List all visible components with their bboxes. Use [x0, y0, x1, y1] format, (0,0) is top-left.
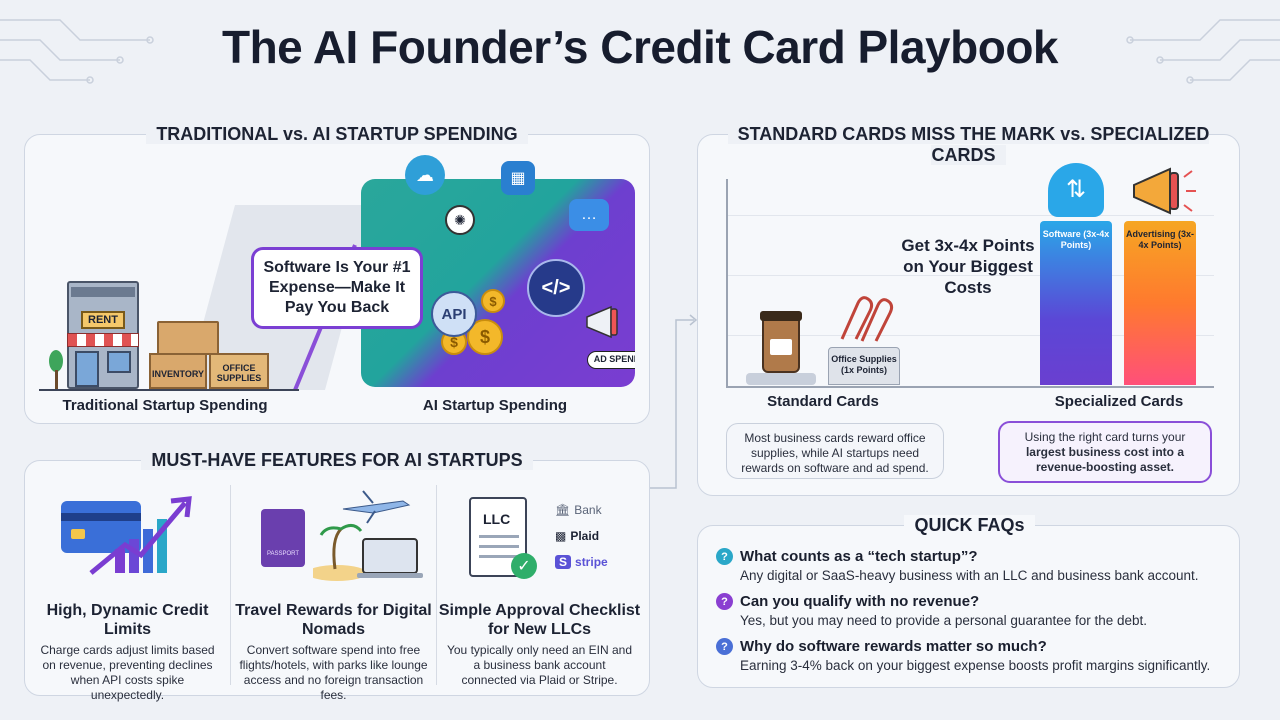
airplane-beach-laptop-icon: [313, 490, 423, 581]
question-icon: ?: [716, 548, 733, 565]
inventory-box: INVENTORY: [149, 353, 207, 389]
faq-panel: QUICK FAQs ? What counts as a “tech start…: [697, 515, 1240, 688]
x-axis: [726, 386, 1214, 388]
stripe-label: stripe: [575, 555, 608, 569]
question-icon: ?: [716, 638, 733, 655]
rent-sign: RENT: [81, 311, 125, 329]
cards-comparison-panel: STANDARD CARDS MISS THE MARK vs. SPECIAL…: [697, 124, 1240, 496]
coin-icon: $: [481, 289, 505, 313]
bank-icon: 🏛: [555, 503, 571, 517]
faq-answer: Earning 3-4% back on your biggest expens…: [740, 658, 1211, 673]
specialized-note-bold: largest business cost into a revenue-boo…: [1025, 445, 1185, 474]
advertising-bar-label: Advertising (3x-4x Points): [1125, 229, 1194, 250]
coffee-cup-icon: [760, 311, 802, 373]
bank-label: Bank: [574, 503, 602, 517]
faq-item: ? What counts as a “tech startup”? Any di…: [716, 548, 1226, 583]
ad-spend-tag: AD SPEND: [587, 351, 635, 369]
specialized-note: Using the right card turns your largest …: [998, 421, 1212, 483]
y-axis: [726, 179, 728, 387]
openai-icon: ✺: [445, 205, 475, 235]
page-title: The AI Founder’s Credit Card Playbook: [221, 21, 1059, 73]
chip-icon: ▦: [501, 161, 535, 195]
feature-desc: Charge cards adjust limits based on reve…: [40, 643, 215, 702]
feature-credit-limits: High, Dynamic Credit Limits Charge cards…: [25, 481, 230, 702]
faq-question: Why do software rewards matter so much?: [740, 638, 1047, 655]
software-callout: Software Is Your #1 Expense—Make It Pay …: [251, 247, 423, 329]
paperclip-icon: [840, 296, 894, 342]
office-supplies-box: OFFICE SUPPLIES: [209, 353, 269, 389]
standard-cards-label: Standard Cards: [767, 393, 879, 410]
office-supplies-bar: Office Supplies (1x Points): [828, 347, 900, 385]
faq-answer: Yes, but you may need to provide a perso…: [740, 613, 1148, 628]
circuit-decoration-left: [0, 19, 154, 84]
faq-question: Can you qualify with no revenue?: [740, 593, 980, 610]
feature-title: High, Dynamic Credit Limits: [46, 602, 209, 638]
tree-icon: [49, 350, 63, 390]
cloud-transfer-icon: ⇅: [1048, 163, 1104, 217]
cards-heading: STANDARD CARDS MISS THE MARK vs. SPECIAL…: [727, 124, 1210, 165]
faq-item: ? Can you qualify with no revenue? Yes, b…: [716, 593, 1226, 628]
feature-desc: You typically only need an EIN and a bus…: [446, 643, 632, 687]
circuit-decoration-right: [1126, 19, 1280, 84]
divider: [436, 485, 437, 685]
faq-answer: Any digital or SaaS-heavy business with …: [740, 568, 1199, 583]
faq-heading: QUICK FAQs: [904, 515, 1035, 535]
software-bar: Software (3x-4x Points): [1040, 221, 1112, 385]
credit-card-growth-icon: [61, 496, 192, 575]
chat-icon: …: [569, 199, 609, 231]
passport-icon: PASSPORT: [261, 509, 305, 567]
standard-note: Most business cards reward office suppli…: [726, 423, 944, 479]
ai-caption: AI Startup Spending: [422, 397, 568, 414]
coin-icon: $: [467, 319, 503, 355]
check-icon: ✓: [511, 553, 537, 579]
spending-heading: TRADITIONAL vs. AI STARTUP SPENDING: [146, 124, 528, 144]
feature-travel-rewards: PASSPORT Travel Rewards for Digital Noma…: [231, 481, 436, 702]
specialized-note-text: Using the right card turns your: [1024, 430, 1186, 444]
storefront-illustration: RENT: [67, 281, 139, 389]
feature-approval-checklist: LLC ✓ 🏛 Bank ▩ Plaid S stripe Simple App…: [437, 481, 642, 691]
code-icon: </>: [527, 259, 585, 317]
software-bar-label: Software (3x-4x Points): [1042, 229, 1110, 250]
plaid-icon: ▩: [555, 529, 567, 543]
traditional-caption: Traditional Startup Spending: [62, 397, 268, 414]
connector-lines: [650, 314, 698, 489]
faq-question: What counts as a “tech startup”?: [740, 548, 978, 565]
feature-desc: Convert software spend into free flights…: [239, 643, 428, 702]
advertising-bar: Advertising (3x-4x Points): [1124, 221, 1196, 385]
stripe-icon: S: [555, 555, 572, 569]
features-panel: MUST-HAVE FEATURES FOR AI STARTUPS High,…: [24, 450, 650, 702]
megaphone-icon: [586, 305, 618, 339]
specialized-cards-label: Specialized Cards: [1054, 393, 1184, 410]
feature-title: Simple Approval Checklist for New LLCs: [438, 602, 641, 638]
feature-title: Travel Rewards for Digital Nomads: [235, 602, 432, 638]
box-icon: [157, 321, 219, 355]
llc-label: LLC: [483, 511, 511, 527]
spending-panel: TRADITIONAL vs. AI STARTUP SPENDING RENT…: [24, 124, 650, 424]
api-icon: API: [431, 291, 477, 337]
coffee-base: [746, 373, 816, 385]
features-heading: MUST-HAVE FEATURES FOR AI STARTUPS: [141, 450, 533, 470]
cloud-upload-icon: ☁: [405, 155, 445, 195]
question-icon: ?: [716, 593, 733, 610]
divider: [230, 485, 231, 685]
plaid-label: Plaid: [570, 529, 600, 543]
points-headline: Get 3x-4x Points on Your Biggest Costs: [901, 236, 1035, 297]
megaphone-icon: [1133, 167, 1196, 215]
office-supplies-label: Office Supplies (1x Points): [831, 354, 897, 375]
faq-item: ? Why do software rewards matter so much?…: [716, 638, 1226, 673]
